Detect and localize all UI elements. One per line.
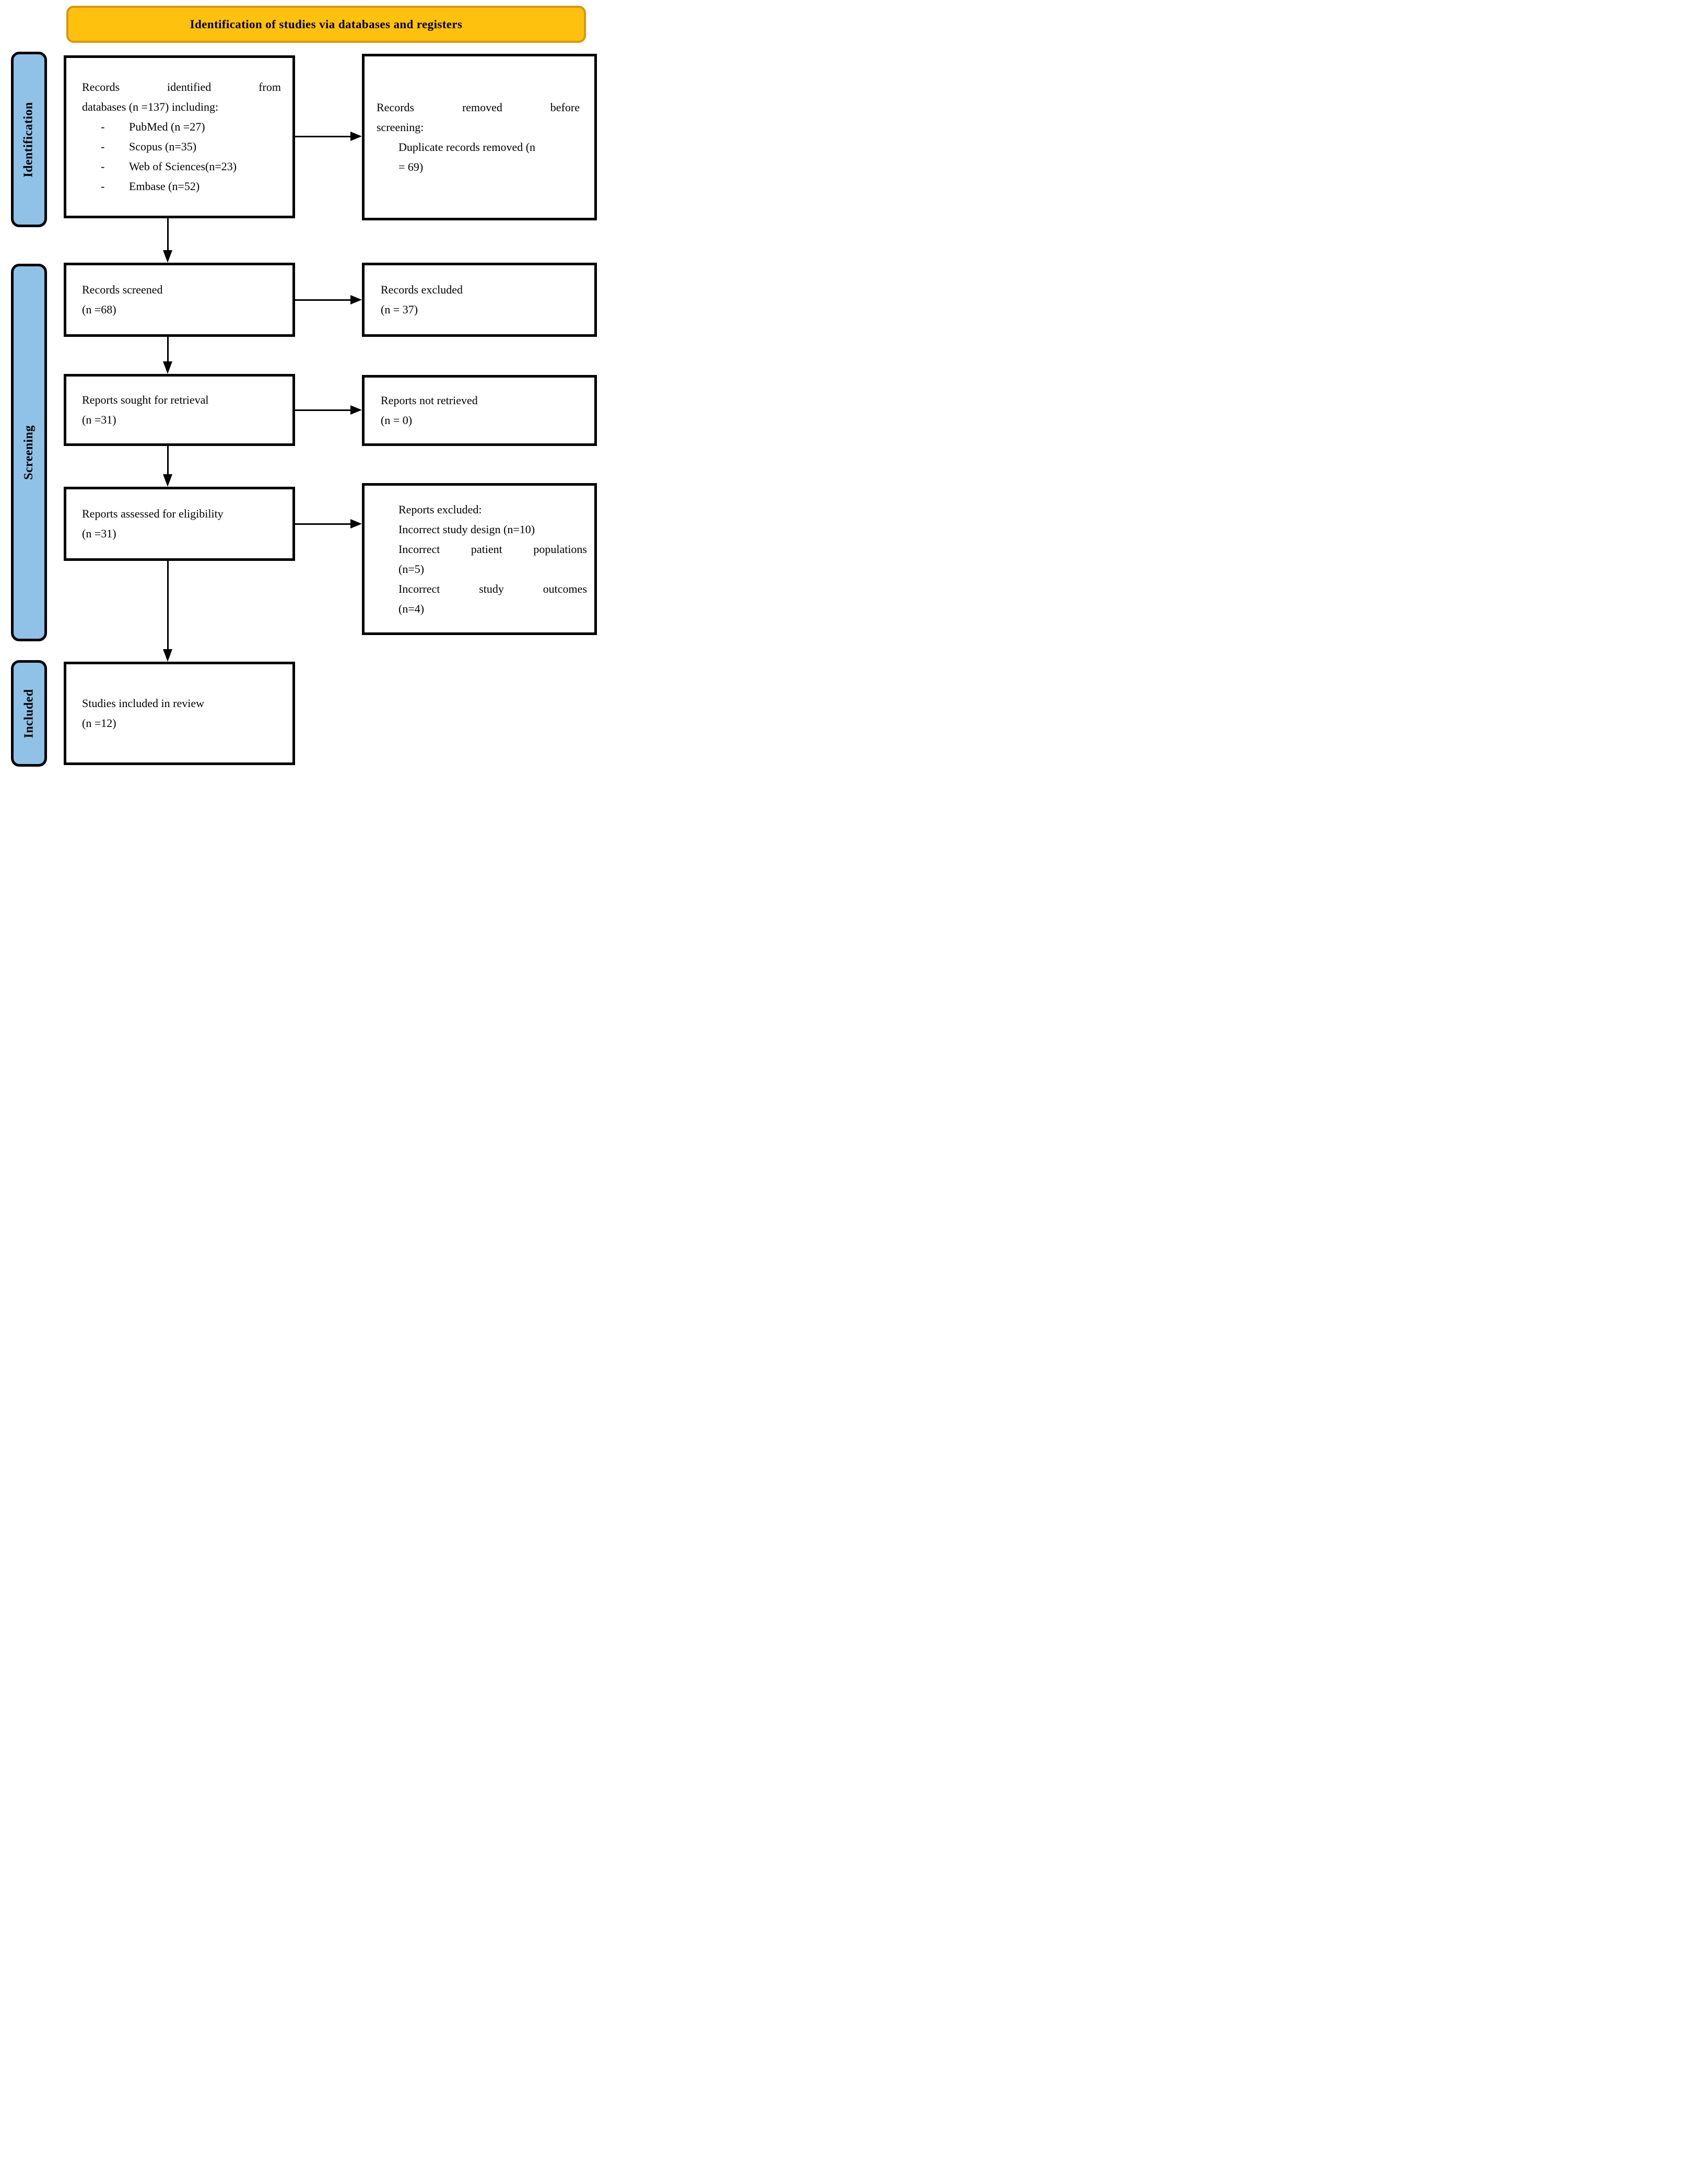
- stage-bar-screening: Screening: [11, 264, 47, 641]
- box-reports-not-retrieved: Reports not retrieved (n = 0): [362, 375, 597, 446]
- arrow-identified-to-screened: [163, 218, 172, 263]
- arrow-line: [295, 136, 351, 137]
- arrow-assessed-to-reports-excluded: [295, 519, 362, 529]
- box-records-excluded: Records excluded (n = 37): [362, 263, 597, 337]
- arrowhead-right-icon: [350, 405, 362, 415]
- text-line: (n=5): [398, 562, 425, 576]
- arrow-sought-to-assessed: [163, 446, 172, 487]
- arrowhead-right-icon: [350, 519, 362, 529]
- diagram-header: Identification of studies via databases …: [66, 6, 586, 43]
- text-line: (n = 37): [381, 303, 418, 316]
- text-line: (n = 0): [381, 414, 413, 427]
- bullet-dash: -: [101, 180, 105, 193]
- box-reports-assessed: Reports assessed for eligibility (n =31): [64, 487, 295, 561]
- arrowhead-right-icon: [350, 132, 362, 141]
- list-item-label: Embase (n=52): [129, 180, 200, 193]
- text-line: screening:: [377, 120, 424, 134]
- arrow-assessed-to-included: [163, 561, 172, 662]
- box-reports-excluded: Reports excluded: Incorrect study design…: [362, 483, 597, 635]
- box-records-screened: Records screened (n =68): [64, 263, 295, 337]
- bullet-dash: -: [101, 160, 105, 173]
- text-line: databases (n =137) including:: [82, 100, 219, 113]
- text-line: Reports not retrieved: [381, 394, 478, 407]
- list-item-label: Web of Sciences(n=23): [129, 160, 237, 173]
- arrow-line: [295, 523, 351, 525]
- arrow-line: [295, 409, 351, 411]
- arrow-sought-to-not-retrieved: [295, 405, 362, 415]
- arrowhead-right-icon: [350, 295, 362, 304]
- arrowhead-down-icon: [163, 474, 172, 487]
- bullet-dash: -: [101, 120, 105, 133]
- text-line: Duplicate records removed (n: [398, 140, 536, 154]
- text-line: Studies included in review: [82, 697, 205, 710]
- stage-bar-identification: Identification: [11, 52, 47, 227]
- text-line: Records identified from: [82, 80, 281, 93]
- text-line: (n =31): [82, 413, 116, 426]
- text-line: = 69): [398, 160, 424, 173]
- stage-label-identification: Identification: [22, 101, 36, 178]
- arrow-line: [295, 299, 351, 301]
- box-reports-sought: Reports sought for retrieval (n =31): [64, 374, 295, 446]
- text-line: Incorrect study design (n=10): [398, 522, 535, 536]
- list-item-label: PubMed (n =27): [129, 120, 205, 133]
- text-line: (n =31): [82, 527, 116, 540]
- text-line: (n =68): [82, 303, 116, 316]
- text-line: Records excluded: [381, 283, 463, 296]
- arrowhead-down-icon: [163, 361, 172, 374]
- stage-label-included: Included: [22, 689, 36, 738]
- box-records-identified: Records identified from databases (n =13…: [64, 55, 295, 218]
- list-item: - Embase (n=52): [82, 177, 281, 196]
- arrow-line: [167, 561, 169, 650]
- arrow-identified-to-removed: [295, 132, 362, 141]
- arrow-screened-to-excluded: [295, 295, 362, 304]
- list-item-label: Scopus (n=35): [129, 140, 197, 153]
- bullet-dash: -: [101, 140, 105, 153]
- box-records-removed: Records removed before screening: Duplic…: [362, 54, 597, 220]
- stage-bar-included: Included: [11, 660, 47, 767]
- list-item: - Web of Sciences(n=23): [82, 157, 281, 177]
- prisma-flow-diagram: Identification of studies via databases …: [0, 0, 601, 771]
- arrow-screened-to-sought: [163, 337, 172, 374]
- text-line: (n=4): [398, 602, 425, 615]
- list-item: - Scopus (n=35): [82, 137, 281, 157]
- diagram-header-title: Identification of studies via databases …: [190, 17, 463, 31]
- text-line: Reports sought for retrieval: [82, 393, 209, 406]
- arrow-line: [167, 337, 169, 362]
- text-line: Records screened: [82, 283, 163, 296]
- text-line: Reports assessed for eligibility: [82, 507, 224, 520]
- text-line: Records removed before: [377, 100, 580, 114]
- arrowhead-down-icon: [163, 250, 172, 263]
- arrowhead-down-icon: [163, 649, 172, 662]
- list-item: - PubMed (n =27): [82, 117, 281, 137]
- arrow-line: [167, 218, 169, 251]
- arrow-line: [167, 446, 169, 475]
- text-line: (n =12): [82, 717, 116, 730]
- text-line: Incorrect patient populations: [398, 542, 587, 556]
- stage-label-screening: Screening: [22, 425, 36, 480]
- text-line: Reports excluded:: [398, 502, 482, 516]
- text-line: Incorrect study outcomes: [398, 582, 587, 595]
- box-studies-included: Studies included in review (n =12): [64, 662, 295, 765]
